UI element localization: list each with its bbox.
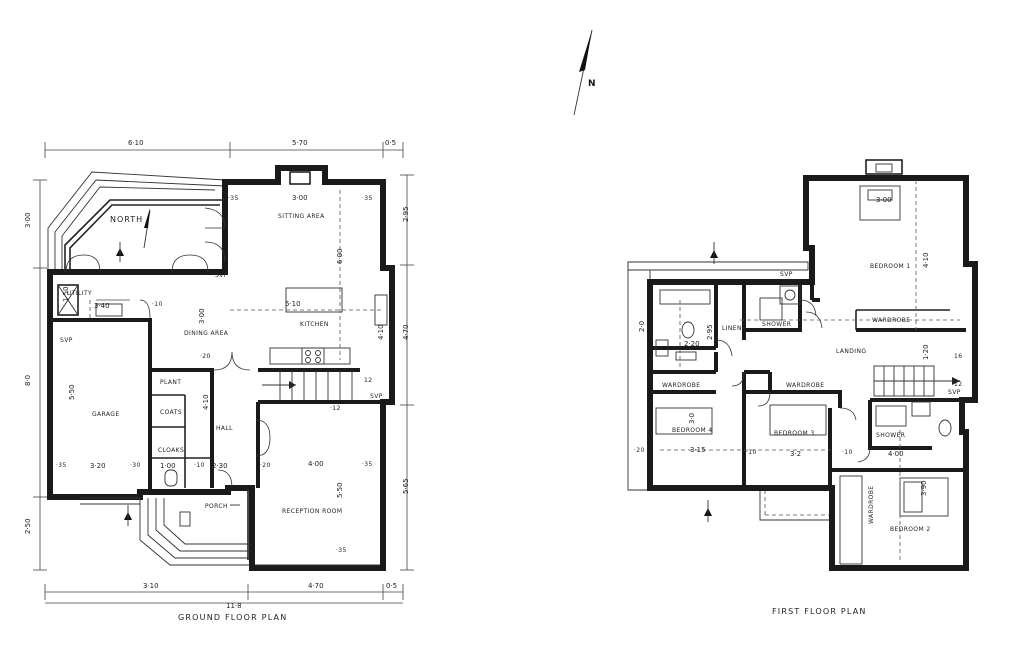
gf-dim-sitting-w: 3·00 xyxy=(292,194,308,202)
gf-mark-35c: ·35 xyxy=(56,462,67,469)
gf-dim-top-2: 5·70 xyxy=(292,139,308,147)
gf-dim-bottom-1: 3·10 xyxy=(143,582,159,590)
gf-dim-garage-w: 3·20 xyxy=(90,462,106,470)
ff-dim-10a: ·10 xyxy=(746,449,757,456)
ff-label-shower1: SHOWER xyxy=(762,321,791,328)
gf-mark-10b: ·10 xyxy=(194,462,205,469)
gf-mark-30: ·30 xyxy=(130,462,141,469)
ff-label-linen: LINEN xyxy=(722,325,742,332)
gf-label-coats: COATS xyxy=(160,409,182,416)
gf-dim-right-1: 2·95 xyxy=(402,206,410,222)
gf-dim-utility-w: 3·40 xyxy=(94,302,110,310)
gf-dim-top-3: 0·5 xyxy=(385,139,396,147)
ff-title: FIRST FLOOR PLAN xyxy=(772,607,867,616)
ff-label-landing: LANDING xyxy=(836,348,866,355)
gf-mark-d12: 12 xyxy=(364,377,372,384)
ff-dim-bed2-h: 3·90 xyxy=(920,480,928,496)
ff-dim-bed4-h: 3·0 xyxy=(688,413,696,424)
gf-dim-garage-h: 5·50 xyxy=(68,384,76,400)
gf-dim-reception-h: 5·50 xyxy=(336,482,344,498)
north-arrow-icon xyxy=(143,208,151,249)
gf-dim-top-1: 6·10 xyxy=(128,139,144,147)
gf-mark-svp: SVP xyxy=(215,272,228,279)
ff-svp1: SVP xyxy=(780,271,793,278)
ff-label-wardrobe2: WARDROBE xyxy=(868,486,875,525)
ff-dim-bed3-w: 3·2 xyxy=(790,450,801,458)
gf-dim-overall: 11·8 xyxy=(226,602,242,610)
ff-dim-bath-side: 2·0 xyxy=(638,321,646,332)
ff-label-bedroom3: BEDROOM 3 xyxy=(774,430,815,437)
gf-mark-20b: ·20 xyxy=(260,462,271,469)
compass-icon: N xyxy=(573,29,596,116)
ff-dim-bed4-w: 3·15 xyxy=(690,446,706,454)
gf-label-utility: UTILITY xyxy=(67,290,92,297)
ff-dim-10b: ·10 xyxy=(842,449,853,456)
gf-mark-svp3: SVP xyxy=(370,393,383,400)
ff-label-bedroom4: BEDROOM 4 xyxy=(672,427,713,434)
gf-dim-right-2: 4·70 xyxy=(402,324,410,340)
gf-label-plant: PLANT xyxy=(160,379,181,386)
ff-label-wardrobe4: WARDROBE xyxy=(662,382,701,389)
gf-mark-20a: ·20 xyxy=(200,353,211,360)
ff-dim-16: 16 xyxy=(954,353,962,360)
gf-dim-dining-h: 3·00 xyxy=(198,308,206,324)
gf-label-dining-area: DINING AREA xyxy=(184,330,229,337)
gf-label-hall: HALL xyxy=(216,425,233,432)
gf-label-garage: GARAGE xyxy=(92,411,120,418)
gf-label-north: NORTH xyxy=(110,215,143,224)
gf-dim-utility-h: 1·50 xyxy=(62,286,70,302)
ff-dim-12: 12 xyxy=(954,381,962,388)
ff-dim-bath-w: 2·20 xyxy=(684,340,700,348)
gf-dim-left-3: 2·50 xyxy=(24,518,32,534)
ff-label-wardrobe1: WARDROBE xyxy=(872,317,911,324)
gf-dim-sitting-h: 6·00 xyxy=(336,248,344,264)
gf-label-cloaks: CLOAKS xyxy=(158,447,184,454)
gf-dim-cloaks-w: 1·00 xyxy=(160,462,176,470)
ff-label-wardrobe3: WARDROBE xyxy=(786,382,825,389)
gf-mark-35d: ·35 xyxy=(362,461,373,468)
gf-dim-reception-w: 4·00 xyxy=(308,460,324,468)
gf-dim-kitchen-w: 5·10 xyxy=(285,300,301,308)
gf-mark-35a: ·35 xyxy=(228,195,239,202)
ff-svp2: SVP xyxy=(948,389,961,396)
gf-dim-bottom-2: 4·70 xyxy=(308,582,324,590)
ff-dim-bed1-w: 3·00 xyxy=(876,196,892,204)
gf-dim-left-1: 3·00 xyxy=(24,212,32,228)
ff-dim-20: ·20 xyxy=(634,447,645,454)
gf-label-kitchen: KITCHEN xyxy=(300,321,329,328)
ff-dim-land-h: 1·20 xyxy=(922,344,930,360)
gf-dim-hall-h: 4·10 xyxy=(202,394,210,410)
ff-label-bedroom2: BEDROOM 2 xyxy=(890,526,931,533)
ground-floor-plan: 6·10 5·70 0·5 3·10 4·70 0·5 11·8 3·00 8·… xyxy=(24,139,414,622)
ff-dim-bed1-h: 4·10 xyxy=(922,252,930,268)
gf-dim-kitchen-h: 4·10 xyxy=(377,324,385,340)
gf-dim-left-2: 8·0 xyxy=(24,375,32,386)
gf-dim-right-3: 5·65 xyxy=(402,478,410,494)
gf-mark-35b: ·35 xyxy=(362,195,373,202)
gf-mark-svp2: SVP xyxy=(60,337,73,344)
gf-dim-bottom-3: 0·5 xyxy=(386,582,397,590)
gf-mark-12: ·12 xyxy=(330,405,341,412)
first-floor-plan: BEDROOM 1 WARDROBE LINEN SHOWER LANDING … xyxy=(627,159,978,616)
ff-label-shower2: SHOWER xyxy=(876,432,905,439)
section-marker-icon xyxy=(116,242,132,526)
gf-label-reception-room: RECEPTION ROOM xyxy=(282,508,343,515)
ff-dim-bed2-w: 4·00 xyxy=(888,450,904,458)
compass-label: N xyxy=(588,79,596,89)
ff-dim-bath-h: 2·95 xyxy=(706,324,714,340)
ff-label-bedroom1: BEDROOM 1 xyxy=(870,263,911,270)
gf-mark-10a: ·10 xyxy=(152,301,163,308)
gf-title: GROUND FLOOR PLAN xyxy=(178,613,287,622)
gf-label-porch: PORCH xyxy=(205,503,228,510)
ff-section-marker-icon xyxy=(704,242,718,522)
gf-mark-35e: ·35 xyxy=(336,547,347,554)
gf-label-sitting-area: SITTING AREA xyxy=(278,213,325,220)
gf-dim-hall-w: 2·30 xyxy=(212,462,228,470)
